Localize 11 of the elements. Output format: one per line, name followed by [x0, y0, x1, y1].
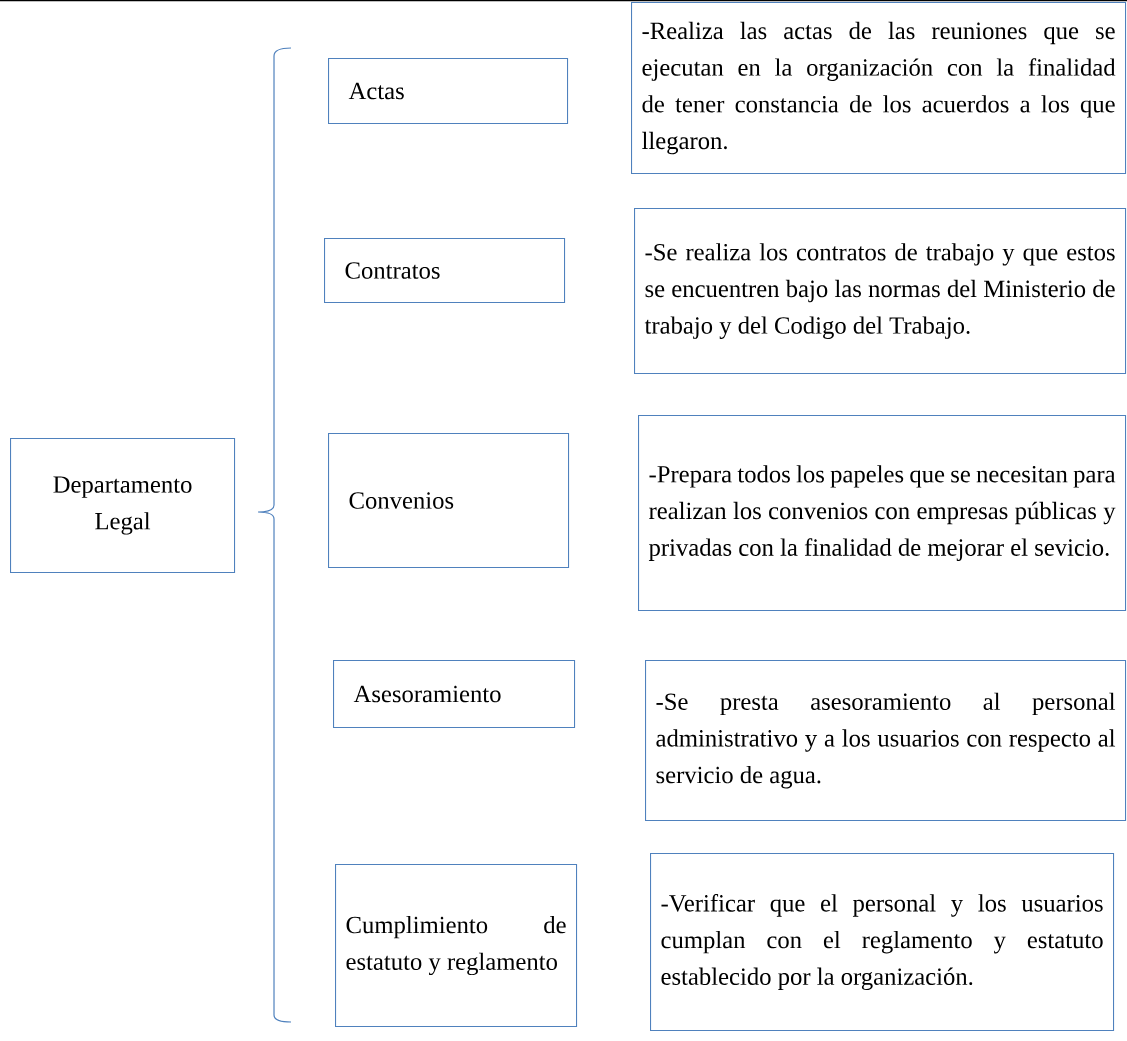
department-box: Departamento Legal — [10, 438, 236, 574]
category-box: Cumplimiento de estatuto y reglamento — [335, 864, 578, 1028]
category-box: Contratos — [324, 238, 566, 304]
description-box: -Verificar que el personal y los usuarios cumplan con el reglamento y estatuto establecido por la organización. — [650, 853, 1115, 1032]
description-box: -Realiza las actas de las reuniones que se ejecutan en la organización con la finalidad de tener constancia de los acuerdos a los que llegaron. — [631, 2, 1127, 175]
description-box: -Se presta asesoramiento al personal administrativo y a los usuarios con respecto al servicio de agua. — [645, 660, 1127, 822]
category-box: Actas — [328, 58, 569, 125]
category-box: Convenios — [328, 433, 570, 569]
description-box: -Prepara todos los papeles que se necesitan para realizan los convenios con empresas públicas y privadas con la finalidad de mejorar el sevicio. — [638, 415, 1127, 612]
category-box: Asesoramiento — [333, 660, 576, 729]
description-box: -Se realiza los contratos de trabajo y que estos se encuentren bajo las normas del Ministerio de trabajo y del Codigo del Trabajo. — [634, 208, 1127, 375]
